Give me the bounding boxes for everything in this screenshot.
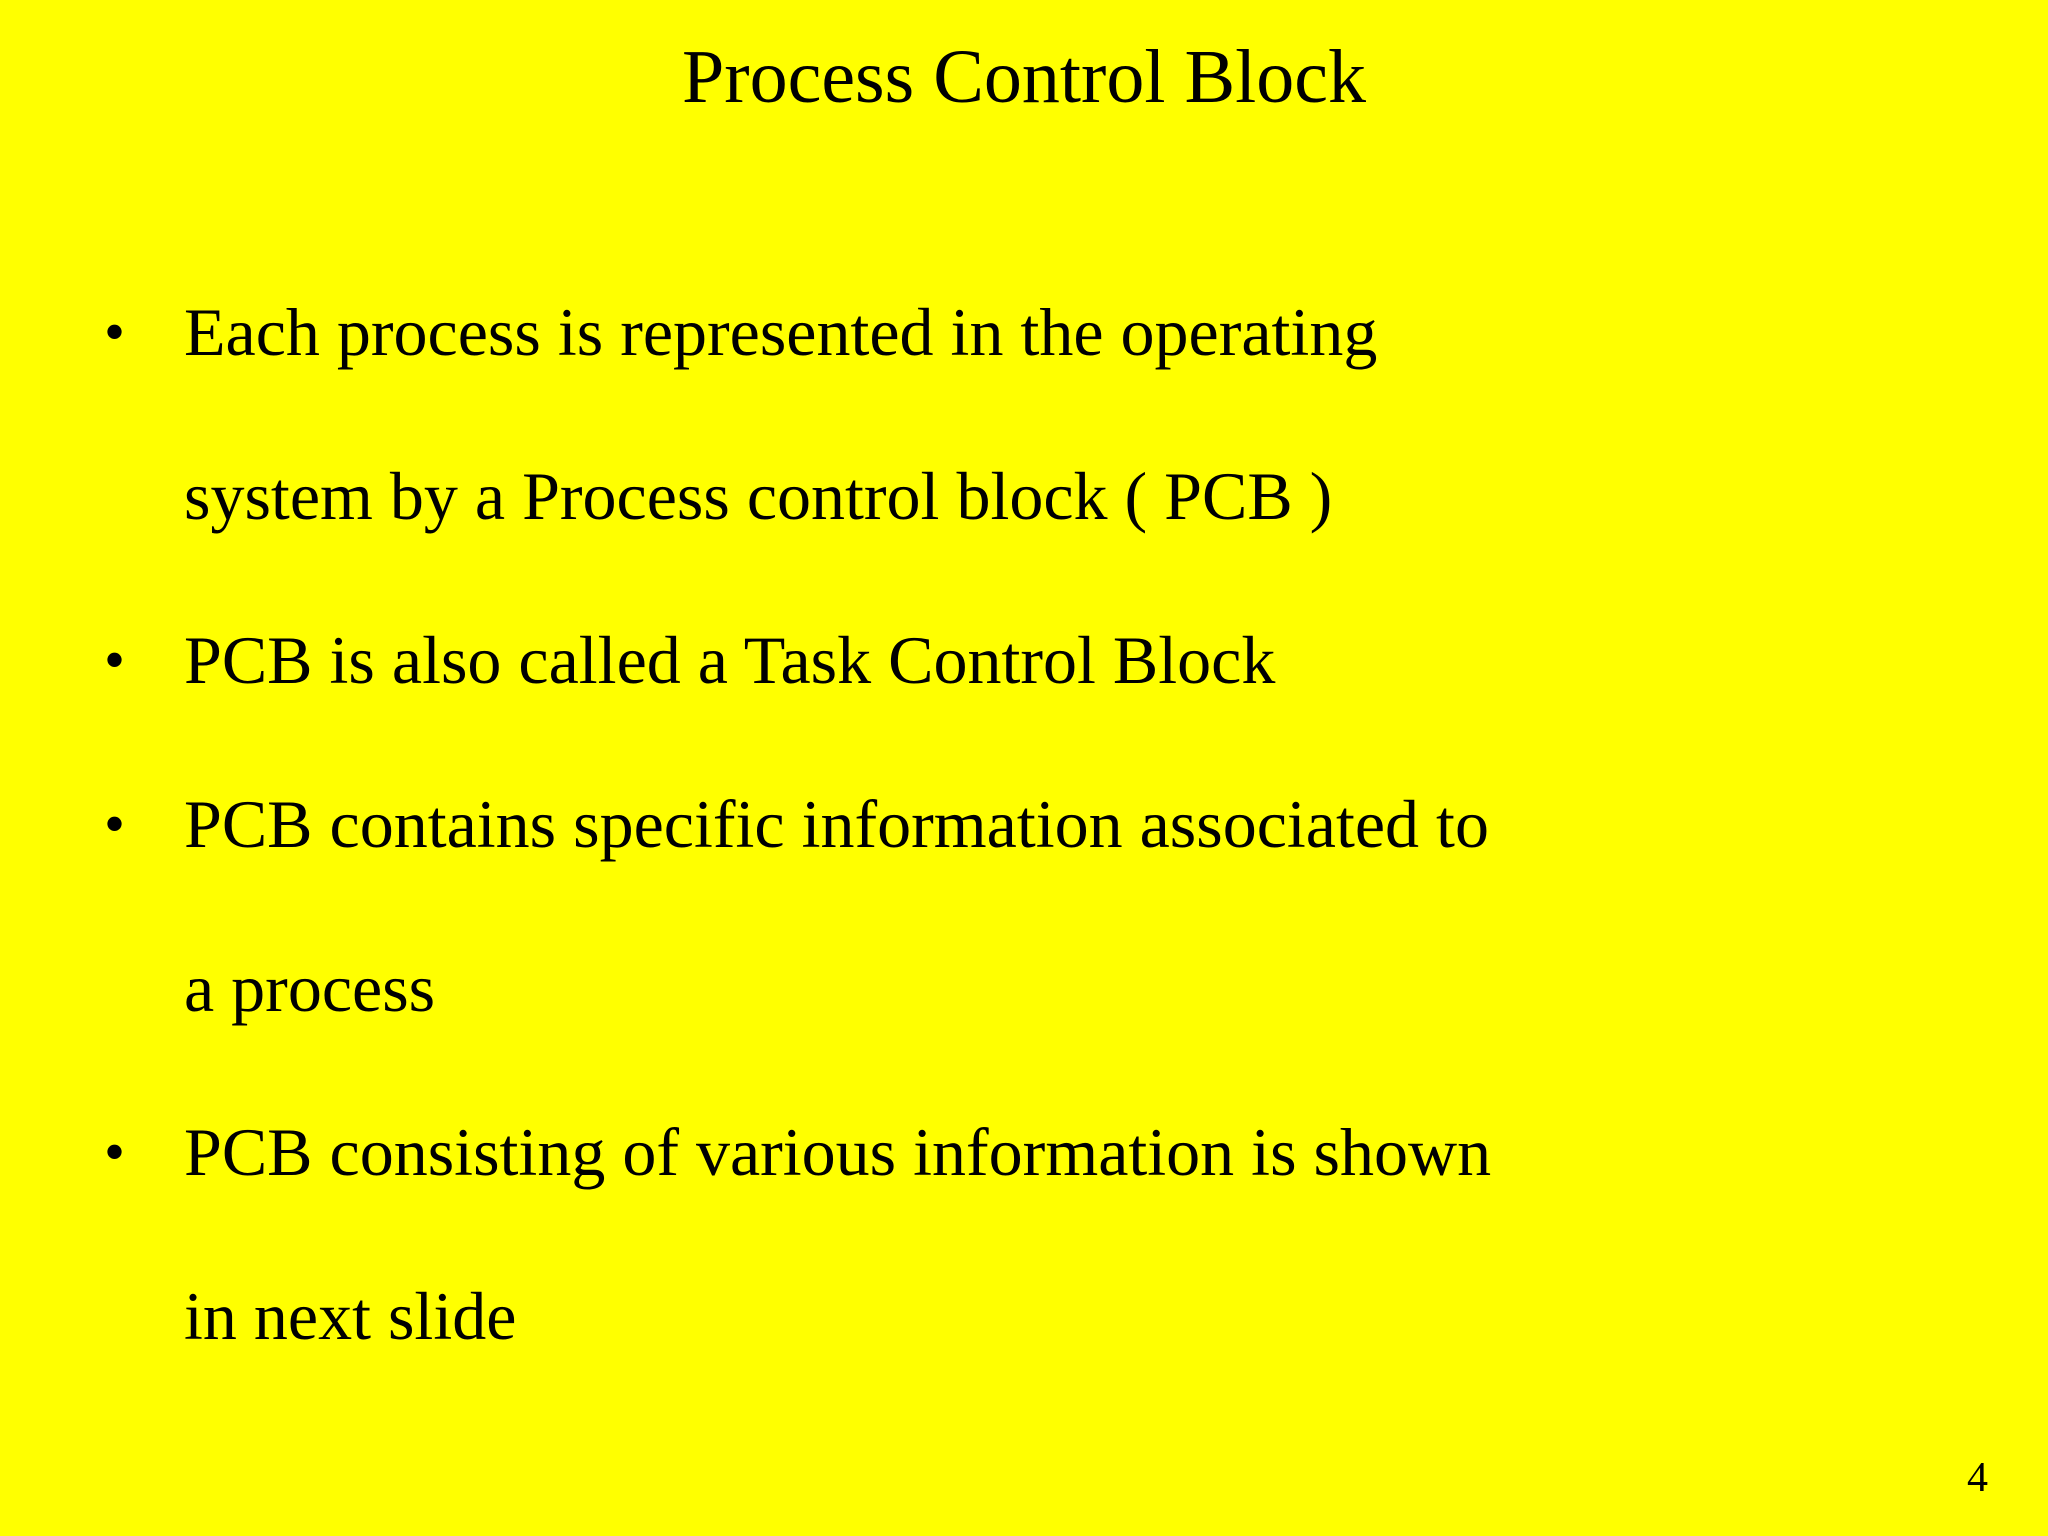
bullet-icon: • [104, 791, 126, 857]
bullet-icon: • [104, 627, 126, 693]
bullet-icon: • [104, 1119, 126, 1185]
page-title: Process Control Block [682, 35, 1366, 119]
list-item-line: in next slide [184, 1278, 517, 1354]
list-item-line: PCB is also called a Task Control Block [184, 622, 1276, 698]
list-item-line: PCB consisting of various information is… [184, 1114, 1492, 1190]
list-item-text: Each process is represented in the opera… [184, 250, 1996, 578]
list-item: • PCB contains specific information asso… [96, 742, 1996, 1070]
list-item-line: Each process is represented in the opera… [184, 294, 1378, 370]
list-item: • PCB consisting of various information … [96, 1070, 1996, 1398]
list-item-line: system by a Process control block ( PCB … [184, 458, 1333, 534]
list-item: • Each process is represented in the ope… [96, 250, 1996, 578]
list-item-text: PCB contains specific information associ… [184, 742, 1996, 1070]
list-item-line: a process [184, 950, 436, 1026]
bullet-list: • Each process is represented in the ope… [96, 250, 1996, 1398]
list-item-line: PCB contains specific information associ… [184, 786, 1489, 862]
list-item: • PCB is also called a Task Control Bloc… [96, 578, 1996, 742]
bullet-icon: • [104, 299, 126, 365]
list-item-text: PCB is also called a Task Control Block [184, 578, 1996, 742]
list-item-text: PCB consisting of various information is… [184, 1070, 1996, 1398]
page-number: 4 [1967, 1455, 1988, 1501]
